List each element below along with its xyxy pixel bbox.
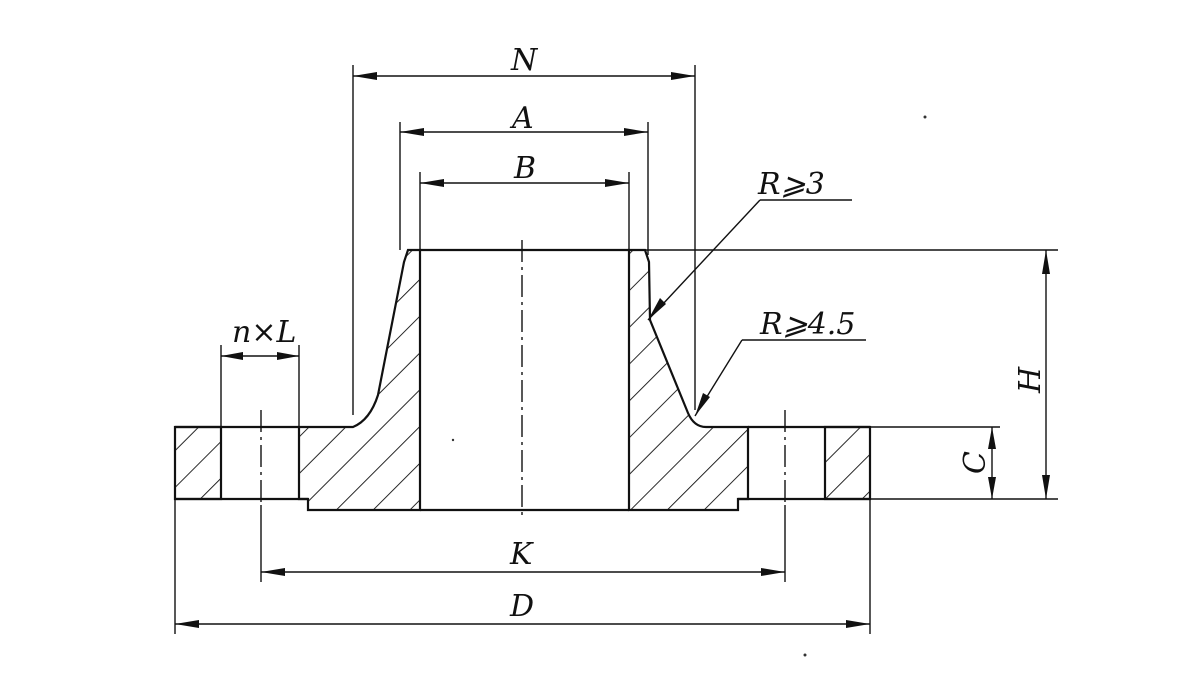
label-r45: R⩾4.5 bbox=[759, 307, 855, 342]
center-lines bbox=[260, 240, 786, 520]
dim-k bbox=[261, 568, 785, 576]
dim-h bbox=[1042, 250, 1050, 499]
dim-b bbox=[420, 179, 629, 187]
hatch-left-hub bbox=[297, 248, 422, 512]
hatch-right-outer bbox=[823, 425, 872, 501]
scan-specks bbox=[451, 115, 927, 657]
hatch-left-outer bbox=[173, 425, 223, 501]
dim-d bbox=[175, 620, 870, 628]
extension-lines bbox=[174, 65, 1058, 634]
dimension-lines bbox=[175, 72, 1050, 628]
dim-a bbox=[400, 128, 648, 136]
hatch-right-hub bbox=[627, 248, 750, 512]
dim-nl bbox=[221, 352, 299, 360]
dim-n bbox=[353, 72, 695, 80]
hatched-section bbox=[173, 248, 872, 512]
leader-r3 bbox=[647, 199, 852, 321]
label-b: B bbox=[513, 151, 536, 186]
label-r3: R⩾3 bbox=[757, 167, 825, 202]
outline bbox=[175, 248, 870, 512]
label-d: D bbox=[509, 589, 534, 624]
label-nl: n×L bbox=[232, 315, 296, 350]
dimension-labels: N A B R⩾3 R⩾4.5 n×L K D H C bbox=[232, 43, 1048, 624]
label-a: A bbox=[509, 101, 534, 136]
label-n: N bbox=[510, 43, 539, 78]
label-c: C bbox=[958, 451, 993, 474]
label-k: K bbox=[509, 537, 534, 572]
dim-c bbox=[988, 427, 996, 499]
leader-r45 bbox=[694, 339, 866, 417]
label-h: H bbox=[1013, 366, 1048, 394]
